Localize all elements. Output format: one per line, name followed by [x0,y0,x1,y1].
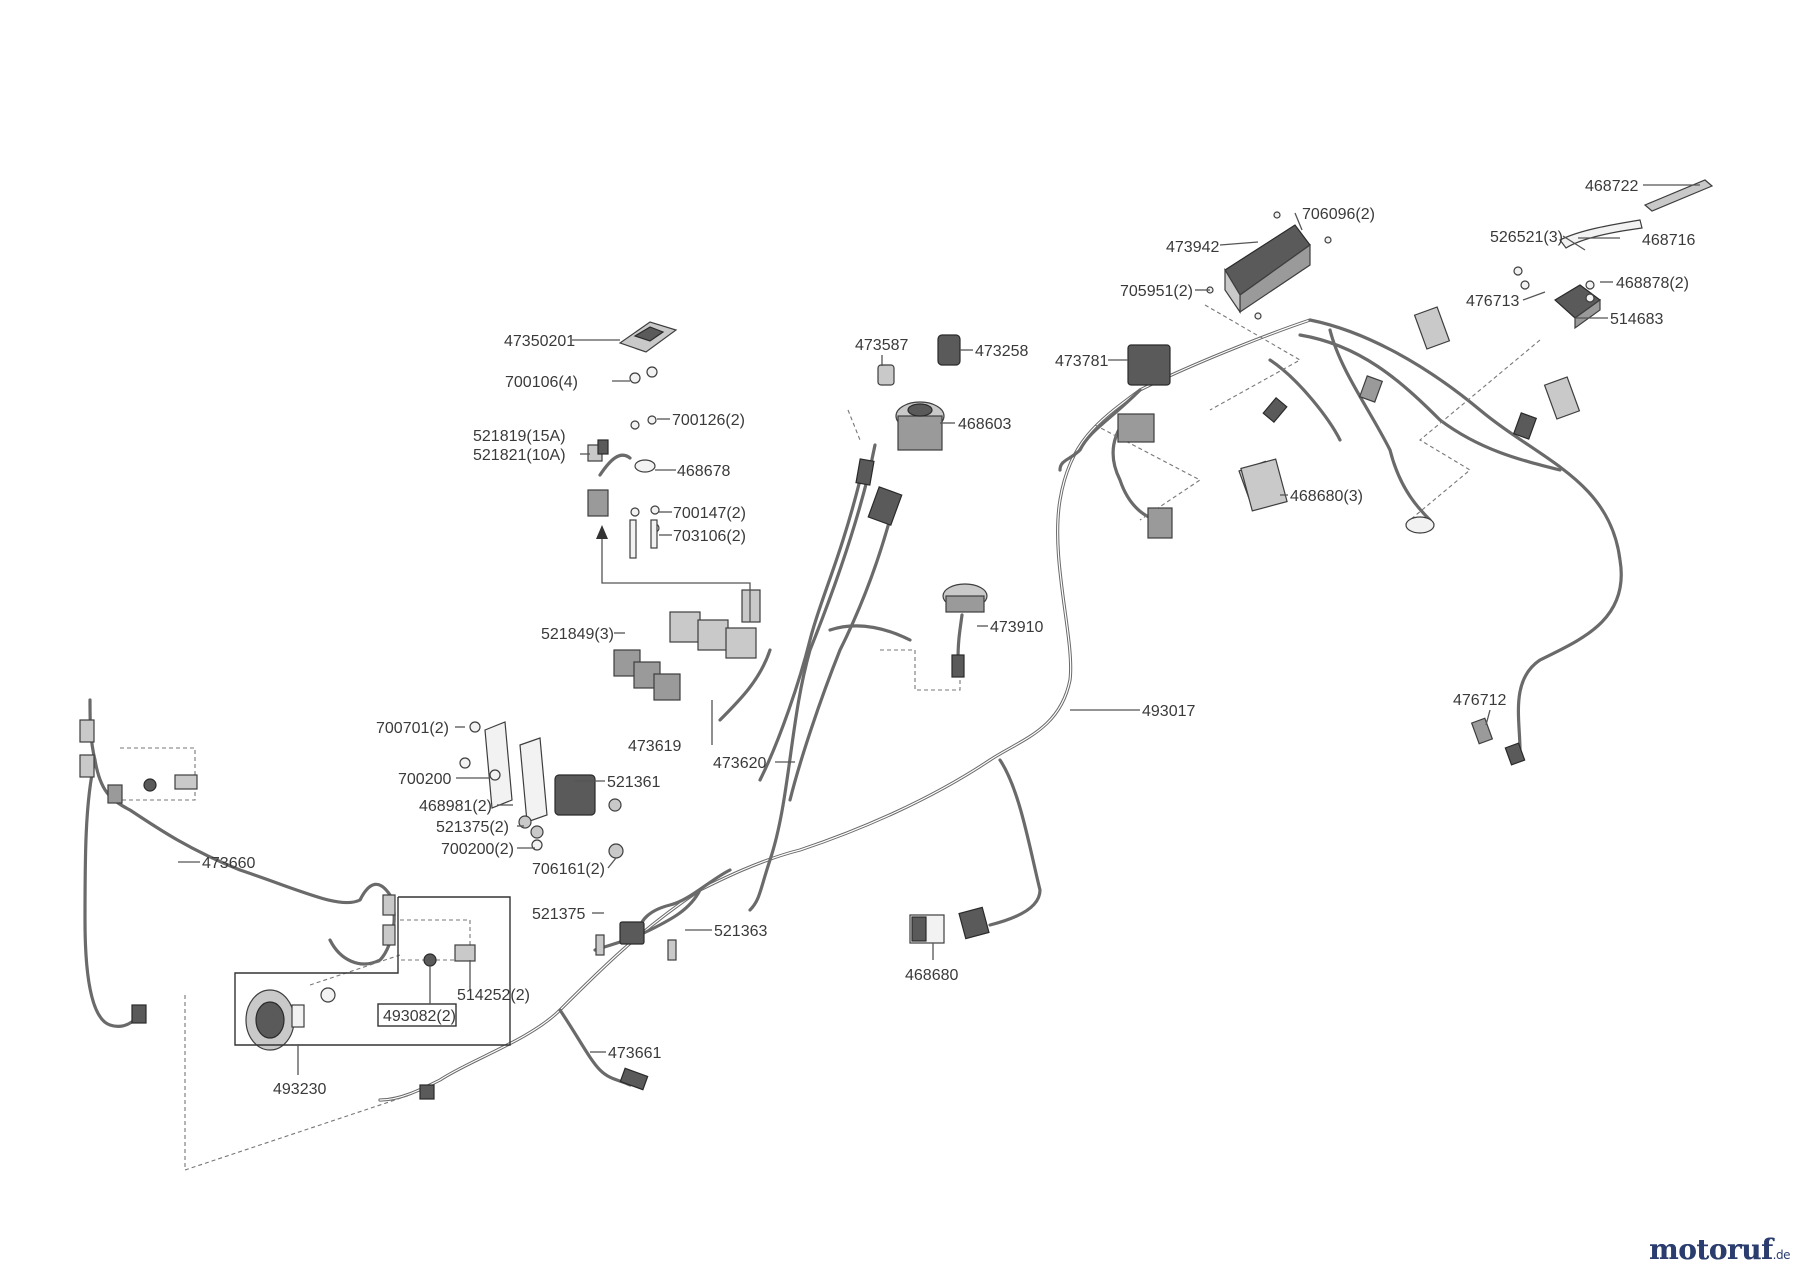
label-468981: 468981(2) [419,798,492,815]
screws-473942 [1206,211,1595,320]
label-468722: 468722 [1585,178,1638,195]
label-706096: 706096(2) [1302,206,1375,223]
label-473942: 473942 [1166,239,1219,256]
part-labels: 468722 706096(2) 473942 526521(3) 468716… [202,178,1695,1098]
label-705951: 705951(2) [1120,283,1193,300]
harness-cables [83,318,1623,1102]
part-468680-switch [909,906,990,944]
part-473910-gauge [942,583,988,678]
label-473661: 473661 [608,1045,661,1062]
part-473781-switch [1117,344,1173,539]
label-521821: 521821(10A) [473,447,566,464]
label-473258: 473258 [975,343,1028,360]
part-473660-connectors [79,719,396,1024]
label-468878: 468878(2) [1616,275,1689,292]
label-526521: 526521(3) [1490,229,1563,246]
label-468716: 468716 [1642,232,1695,249]
part-521849-relays [613,589,761,701]
label-521819: 521819(15A) [473,428,566,445]
label-476713: 476713 [1466,293,1519,310]
part-521361-solenoid [459,721,624,859]
label-514683: 514683 [1610,311,1663,328]
label-493082: 493082(2) [383,1008,456,1025]
assembly-dash-lines [120,304,1541,1171]
label-468603: 468603 [958,416,1011,433]
label-493017: 493017 [1142,703,1195,720]
label-700147: 700147(2) [673,505,746,522]
motoruf-watermark-logo: motoruf.de [1649,1233,1790,1266]
label-521849: 521849(3) [541,626,614,643]
label-468680-3: 468680(3) [1290,488,1363,505]
label-468680: 468680 [905,967,958,984]
watermark-brand: motoruf [1649,1233,1773,1266]
label-473910: 473910 [990,619,1043,636]
label-521361: 521361 [607,774,660,791]
label-700701: 700701(2) [376,720,449,737]
label-521363: 521363 [714,923,767,940]
part-493230-lamp [245,944,476,1051]
label-700200a: 700200 [398,771,451,788]
label-700126: 700126(2) [672,412,745,429]
part-468716-drawing [1559,219,1643,249]
arrow-to-fuse-holder [596,525,751,622]
label-521375a: 521375(2) [436,819,509,836]
label-514252: 514252(2) [457,987,530,1004]
label-703106: 703106(2) [673,528,746,545]
label-473619: 473619 [628,738,681,755]
label-473781: 473781 [1055,353,1108,370]
label-47350201: 47350201 [504,333,575,350]
part-47350201-cover [618,321,678,353]
callout-boxes [234,896,511,1046]
label-700200b: 700200(2) [441,841,514,858]
part-fuse-stack [587,366,660,559]
label-468678: 468678 [677,463,730,480]
part-lower-connectors [419,921,677,1100]
label-706161: 706161(2) [532,861,605,878]
part-473942-module [1224,224,1311,314]
label-476712: 476712 [1453,692,1506,709]
label-473587: 473587 [855,337,908,354]
parts [79,179,1714,1100]
label-521375b: 521375 [532,906,585,923]
label-473620: 473620 [713,755,766,772]
part-ignition-switch [855,334,961,526]
part-468722-drawing [1643,179,1714,212]
label-493230: 493230 [273,1081,326,1098]
label-473660: 473660 [202,855,255,872]
leader-lines [178,184,1700,1075]
label-700106: 700106(4) [505,374,578,391]
part-468680-3-switch [1240,458,1288,512]
part-514683-regulator [1553,284,1602,330]
watermark-tld: .de [1772,1248,1791,1262]
